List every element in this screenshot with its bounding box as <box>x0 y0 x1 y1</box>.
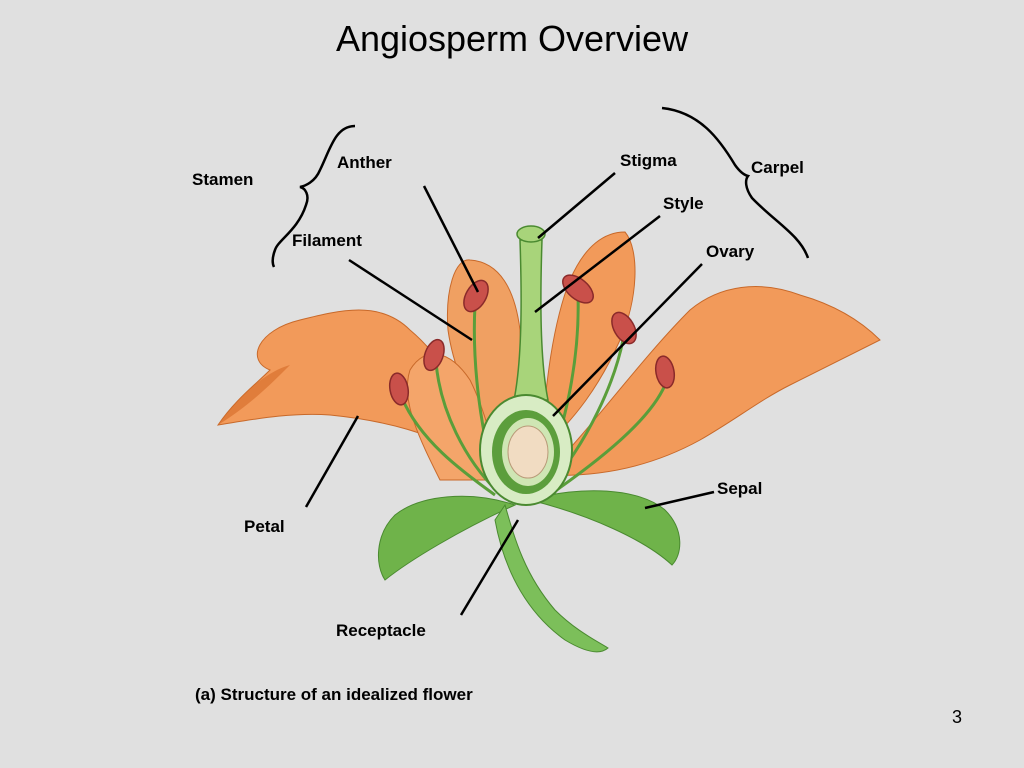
leader-anther <box>422 185 480 293</box>
leader-stigma <box>537 172 616 239</box>
anther-4 <box>562 274 594 304</box>
label-petal: Petal <box>244 517 285 536</box>
filament-1 <box>400 397 496 497</box>
figure-caption: (a) Structure of an idealized flower <box>195 685 473 704</box>
anther-1 <box>388 372 410 406</box>
petal-back-right <box>539 231 636 452</box>
page-number: 3 <box>951 707 962 727</box>
leader-petal <box>304 415 360 508</box>
leader-receptacle <box>459 519 520 616</box>
label-sepal: Sepal <box>717 479 763 498</box>
stamen-brace <box>271 124 356 268</box>
slide-title: Angiosperm Overview <box>335 18 689 59</box>
label-stigma: Stigma <box>620 151 677 170</box>
label-carpel: Carpel <box>751 158 804 177</box>
label-receptacle: Receptacle <box>336 621 426 640</box>
stem <box>494 503 609 653</box>
label-filament: Filament <box>292 231 362 250</box>
petals <box>216 231 881 481</box>
anther-3 <box>463 279 489 313</box>
leader-ovary <box>552 263 703 417</box>
leader-filament <box>348 258 473 342</box>
leader-style <box>534 215 661 313</box>
label-ovary: Ovary <box>706 242 755 261</box>
leader-lines <box>304 172 715 616</box>
filament-6 <box>547 384 667 498</box>
petal-left-shade <box>218 365 290 425</box>
anther-2 <box>423 338 445 372</box>
sepals <box>377 490 681 581</box>
style <box>513 239 549 401</box>
stigma <box>516 225 546 243</box>
label-stamen: Stamen <box>192 170 254 189</box>
label-style: Style <box>663 194 704 213</box>
sepal-left <box>377 495 517 581</box>
carpel-brace <box>661 106 810 259</box>
sepal-right <box>528 490 681 566</box>
ovule <box>507 425 549 479</box>
leader-sepal <box>644 490 715 510</box>
petal-right <box>543 286 881 476</box>
label-anther: Anther <box>337 153 392 172</box>
anther-6 <box>654 355 676 389</box>
